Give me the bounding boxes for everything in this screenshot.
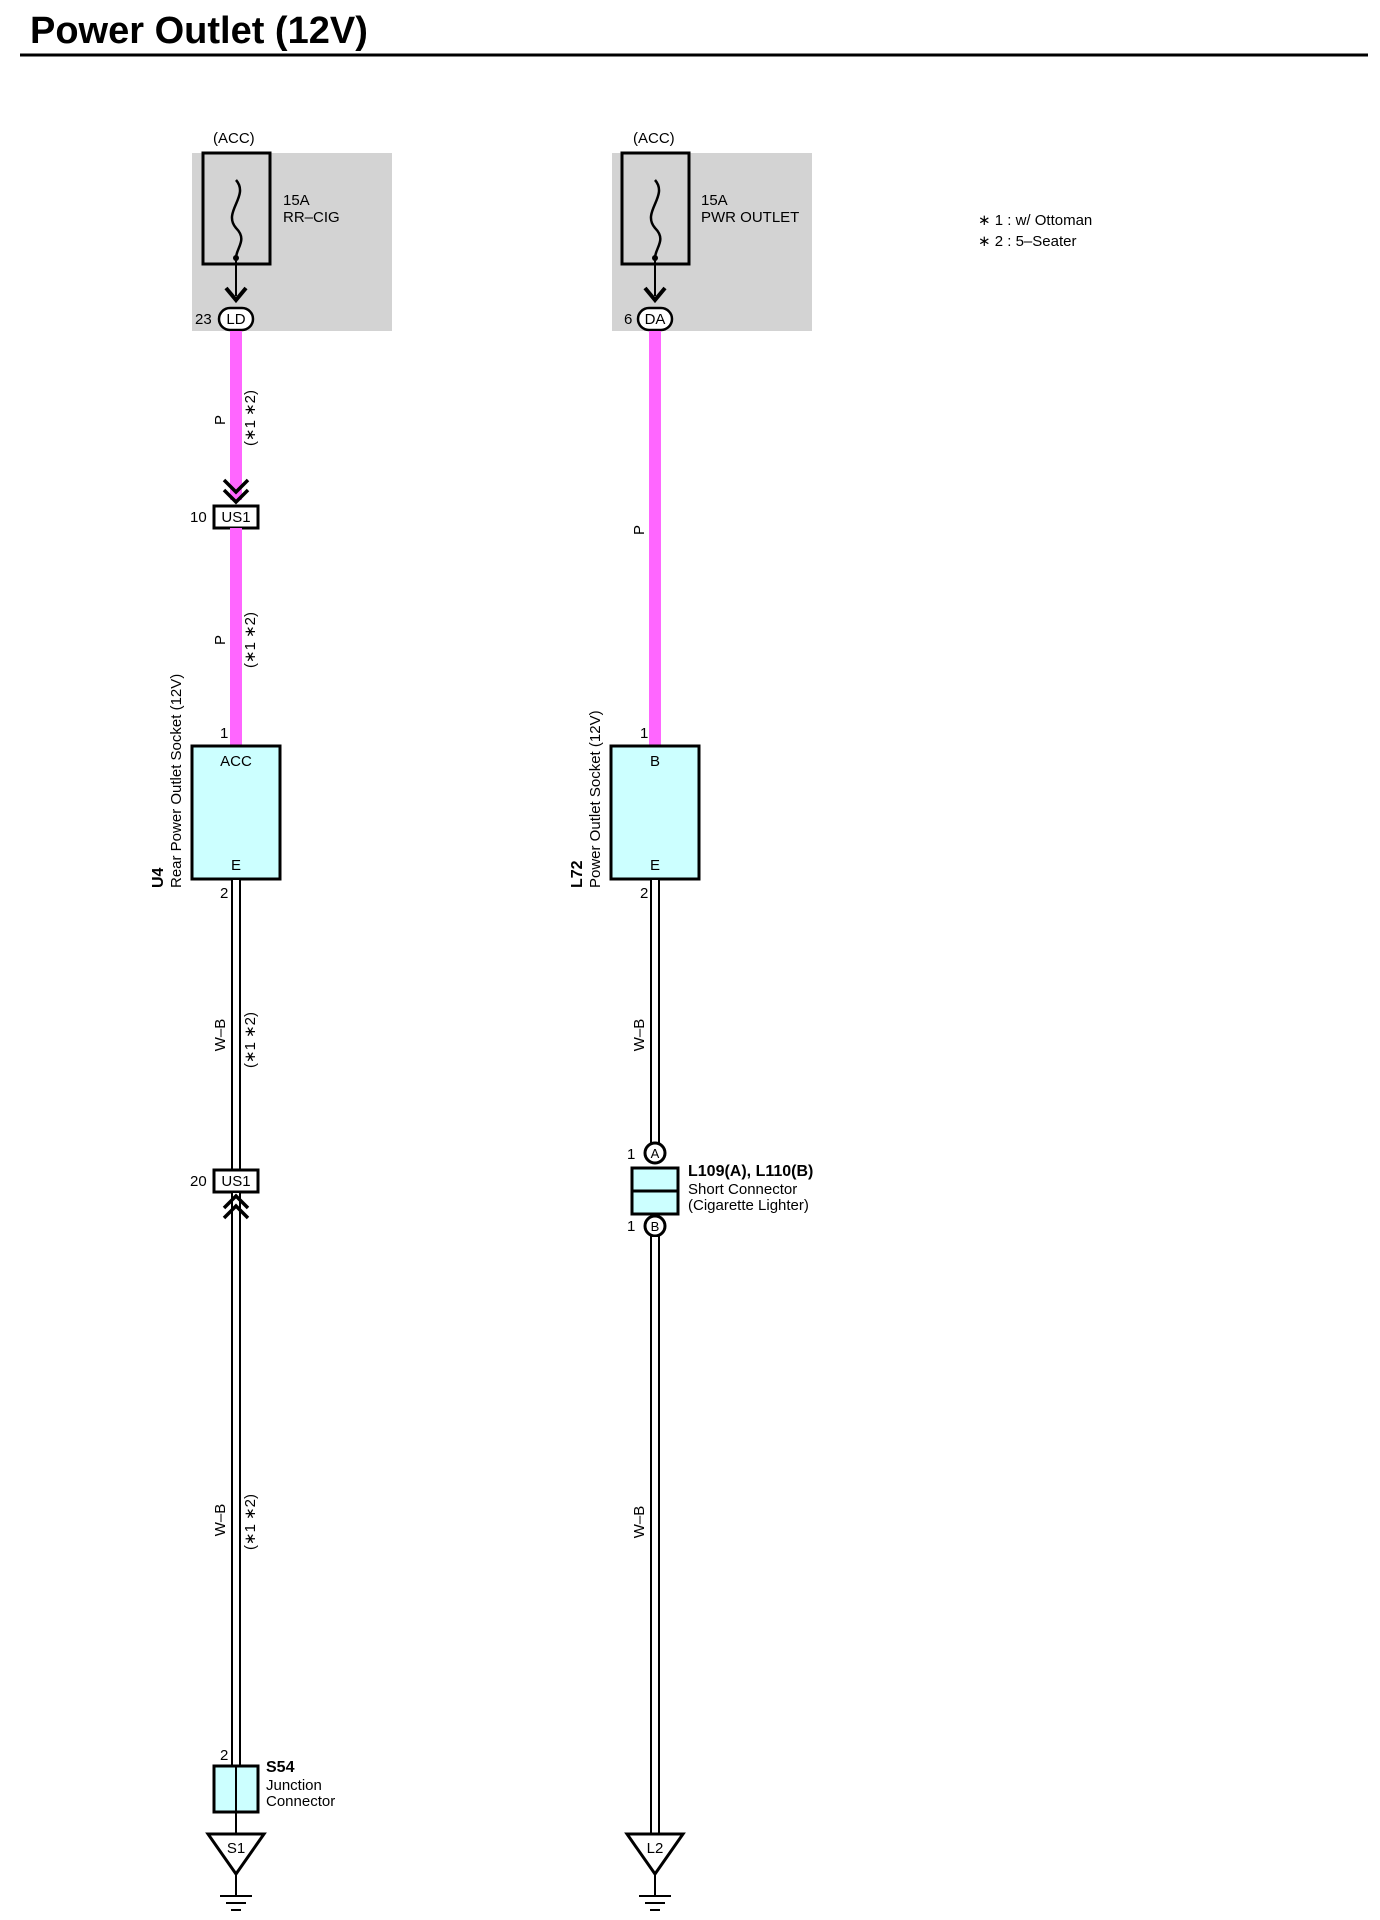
right-fuse-amp: 15A	[701, 192, 728, 209]
left-wire-color-1: P	[212, 415, 229, 425]
left-socket-u4	[190, 744, 282, 881]
right-socket-l72	[609, 744, 701, 881]
left-wire-wb-2	[231, 1191, 241, 1767]
left-jc-code: S54	[266, 1759, 295, 1776]
left-wire-cond-2: (∗1 ∗2)	[242, 612, 259, 668]
left-jc-name-1: Junction	[266, 1777, 322, 1794]
right-sc-pin-a: 1	[627, 1146, 635, 1163]
right-socket-code: L72	[569, 860, 586, 888]
left-fuse-icon	[230, 179, 243, 259]
left-us1-bot-label: US1	[221, 1173, 250, 1190]
right-socket-pin-top: 1	[640, 725, 648, 742]
right-wire-color-2: W–B	[631, 1019, 648, 1052]
note-2: ∗ 2 : 5–Seater	[978, 233, 1076, 250]
left-socket-name: Rear Power Outlet Socket (12V)	[168, 674, 185, 888]
right-sc-name-1: Short Connector	[688, 1181, 797, 1198]
right-ground-icon	[624, 1832, 686, 1877]
note-1: ∗ 1 : w/ Ottoman	[978, 212, 1092, 229]
left-us1-bot-arrow-icon	[222, 1193, 250, 1220]
left-socket-pin-bottom: 2	[220, 885, 228, 902]
left-us1-top-label: US1	[221, 509, 250, 526]
left-fuse-amp: 15A	[283, 192, 310, 209]
page-title: Power Outlet (12V)	[30, 10, 368, 52]
left-junction-pin: 23	[195, 311, 212, 328]
right-socket-name: Power Outlet Socket (12V)	[587, 710, 604, 888]
right-wire-wb-1	[650, 878, 660, 1146]
left-socket-code: U4	[150, 867, 167, 888]
left-fuse-name: RR–CIG	[283, 209, 340, 226]
right-wire-pink	[649, 331, 661, 746]
left-jc-pin: 2	[220, 1747, 228, 1764]
left-junction-code: LD	[226, 311, 245, 328]
right-junction-pin: 6	[624, 311, 632, 328]
right-wire-color-3: W–B	[631, 1506, 648, 1539]
left-jc-name-2: Connector	[266, 1793, 335, 1810]
left-wire-color-4: W–B	[212, 1504, 229, 1537]
right-sc-pin-b: 1	[627, 1218, 635, 1235]
right-socket-term-bottom: E	[650, 857, 660, 874]
right-sc-code: L109(A), L110(B)	[688, 1163, 813, 1180]
right-socket-pin-bottom: 2	[640, 885, 648, 902]
right-fuse-name: PWR OUTLET	[701, 209, 799, 226]
right-wire-wb-2	[650, 1235, 660, 1835]
left-wire-pink-1	[230, 331, 242, 500]
left-wire-color-2: P	[212, 635, 229, 645]
right-sc-term-b: B	[651, 1219, 660, 1234]
left-us1-bot-pin: 20	[190, 1173, 207, 1190]
right-sc-term-a: A	[651, 1146, 660, 1161]
left-socket-pin-top: 1	[220, 725, 228, 742]
left-wire-cond-4: (∗1 ∗2)	[242, 1494, 259, 1550]
left-socket-term-bottom: E	[231, 857, 241, 874]
left-circuit: (ACC) 15A RR–CIG 23 LD P (∗1 ∗2) 10 US1 …	[150, 130, 392, 1911]
left-wire-wb-1	[231, 878, 241, 1172]
right-supply-label: (ACC)	[633, 130, 675, 147]
right-socket-term-top: B	[650, 753, 660, 770]
right-junction-connector	[636, 306, 674, 332]
right-junction-block	[612, 153, 812, 331]
left-wire-pink-2	[230, 528, 242, 746]
left-us1-top-pin: 10	[190, 509, 207, 526]
left-ground-label: S1	[227, 1840, 245, 1857]
left-socket-term-top: ACC	[220, 753, 252, 770]
right-ground-label: L2	[647, 1840, 664, 1857]
right-junction-code: DA	[645, 311, 666, 328]
left-wire-color-3: W–B	[212, 1019, 229, 1052]
left-wire-cond-3: (∗1 ∗2)	[242, 1012, 259, 1068]
right-fuse-icon	[649, 179, 662, 259]
right-wire-color-1: P	[631, 525, 648, 535]
left-ground-icon	[205, 1832, 267, 1877]
left-junction-arrow-icon	[224, 286, 248, 304]
left-us1-top-arrow-icon	[222, 478, 250, 505]
left-junction-block	[192, 153, 392, 331]
right-junction-arrow-icon	[643, 286, 667, 304]
right-sc-name-2: (Cigarette Lighter)	[688, 1197, 809, 1214]
left-supply-label: (ACC)	[213, 130, 255, 147]
right-sc-terminal-a	[643, 1141, 667, 1165]
left-wire-cond-1: (∗1 ∗2)	[242, 390, 259, 446]
right-circuit: (ACC) 15A PWR OUTLET 6 DA P 1 B E 2 L72 …	[569, 130, 813, 1911]
left-junction-connector	[217, 306, 255, 332]
